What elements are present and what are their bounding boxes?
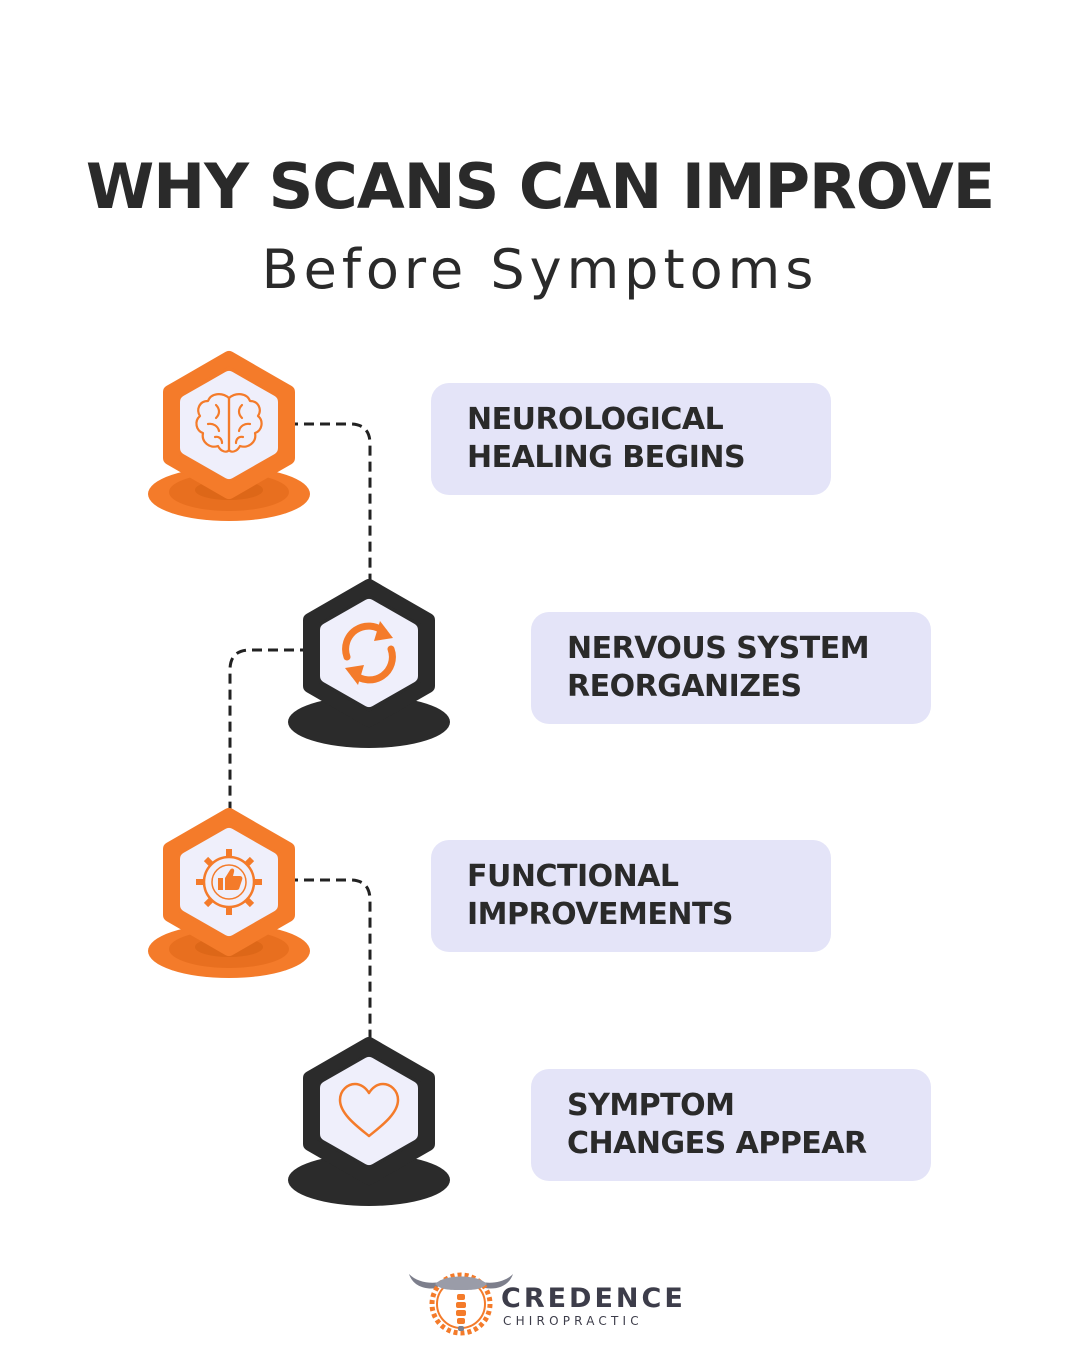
- page-title: WHY SCANS CAN IMPROVE: [85, 150, 995, 223]
- credence-logo: CREDENCE CHIROPRACTIC: [405, 1260, 685, 1340]
- step-4-label-line1: SYMPTOM: [567, 1088, 735, 1123]
- step-1-label: NEUROLOGICAL HEALING BEGINS: [467, 401, 746, 477]
- step-1-label-line2: HEALING BEGINS: [467, 440, 746, 475]
- step-4-marker: [288, 1037, 450, 1206]
- step-2-label-line2: REORGANIZES: [567, 669, 802, 704]
- step-4-label-line2: CHANGES APPEAR: [567, 1126, 867, 1161]
- step-2-label: NERVOUS SYSTEM REORGANIZES: [567, 630, 870, 706]
- brain-icon: [195, 393, 263, 453]
- step-2-label-line1: NERVOUS SYSTEM: [567, 631, 870, 666]
- step-3-marker: [148, 808, 310, 978]
- step-4-card: SYMPTOM CHANGES APPEAR: [531, 1069, 931, 1181]
- step-3-label-line1: FUNCTIONAL: [467, 859, 679, 894]
- logo-emblem-icon: [409, 1272, 513, 1336]
- step-4-label: SYMPTOM CHANGES APPEAR: [567, 1087, 867, 1163]
- step-3-label-line2: IMPROVEMENTS: [467, 897, 734, 932]
- step-1-marker: [148, 351, 310, 521]
- logo-name: CREDENCE: [501, 1283, 686, 1314]
- page-subtitle: Before Symptoms: [261, 238, 819, 301]
- refresh-arrows-icon: [342, 621, 396, 685]
- step-2-card: NERVOUS SYSTEM REORGANIZES: [531, 612, 931, 724]
- heart-icon: [338, 1082, 400, 1138]
- step-3-card: FUNCTIONAL IMPROVEMENTS: [431, 840, 831, 952]
- step-2-marker: [288, 579, 450, 748]
- gear-thumbs-up-icon: [196, 849, 262, 915]
- step-1-card: NEUROLOGICAL HEALING BEGINS: [431, 383, 831, 495]
- step-3-label: FUNCTIONAL IMPROVEMENTS: [467, 858, 734, 934]
- step-1-label-line1: NEUROLOGICAL: [467, 402, 724, 437]
- logo-tagline: CHIROPRACTIC: [503, 1314, 643, 1328]
